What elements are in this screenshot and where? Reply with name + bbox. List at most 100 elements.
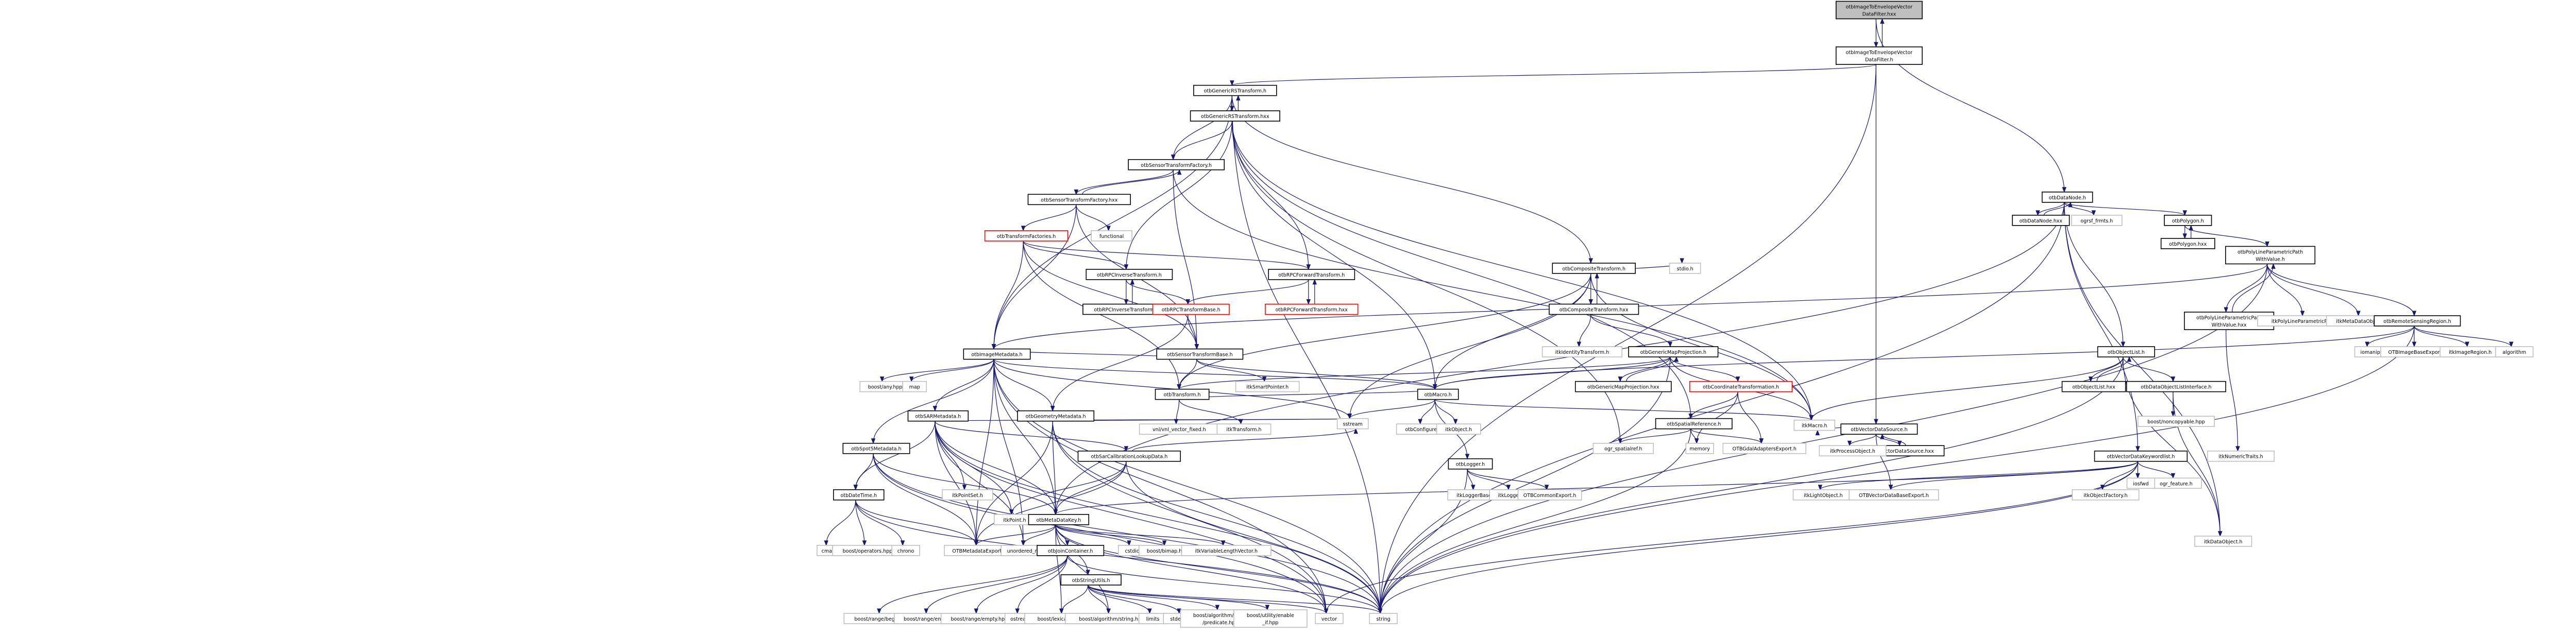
graph-node-polygon[interactable]: otbPolygon.h xyxy=(2164,215,2212,226)
graph-node-rpcinv[interactable]: otbRPCInverseTransform.h xyxy=(1086,269,1173,280)
graph-node-rsregion[interactable]: otbRemoteSensingRegion.h xyxy=(2374,315,2461,327)
graph-node-datanodex[interactable]: otbDataNode.hxx xyxy=(2012,215,2070,226)
arrowhead-icon xyxy=(877,608,882,614)
node-box xyxy=(1835,1,1923,20)
edge-line xyxy=(993,95,1232,349)
graph-node-sarcalib[interactable]: otbSarCalibrationLookupData.h xyxy=(1077,450,1181,462)
graph-node-sarmeta[interactable]: otbSARMetadata.h xyxy=(907,410,969,422)
graph-node-spatref[interactable]: otbSpatialReference.h xyxy=(1655,418,1733,430)
arrowhead-icon xyxy=(2182,233,2187,239)
node-label: otbGenericRSTransform.h xyxy=(1204,89,1266,94)
node-box xyxy=(2061,381,2126,392)
graph-node-otbmacro[interactable]: otbMacro.h xyxy=(1417,388,1459,400)
graph-node-genmapx[interactable]: otbGenericMapProjection.hxx xyxy=(1574,381,1672,392)
node-label: otbCoordinateTransformation.h xyxy=(1703,385,1779,390)
node-label: boost/algorithm/string.hpp xyxy=(1079,616,1144,622)
node-box xyxy=(1152,303,1230,315)
edge-line xyxy=(1076,169,1174,195)
graph-node-stfhxx[interactable]: otbSensorTransformFactory.hxx xyxy=(1027,194,1131,205)
edge-line xyxy=(1849,434,1876,446)
edge-otbtransform-to-otbmacro xyxy=(1179,384,1437,400)
graph-node-comp[interactable]: otbCompositeTransform.h xyxy=(1552,263,1636,274)
graph-node-functional: functional xyxy=(1091,230,1132,242)
node-label: itkObjectFactory.h xyxy=(2083,493,2127,499)
node-label: otbPolygon.h xyxy=(2172,218,2204,224)
graph-node-tfact[interactable]: otbTransformFactories.h xyxy=(984,230,1069,242)
edge-line xyxy=(1088,585,1180,614)
node-label: algorithm xyxy=(2502,350,2526,355)
arrowhead-icon xyxy=(1453,419,1458,425)
edge-line xyxy=(1055,524,1062,613)
arrowhead-icon xyxy=(1124,299,1129,305)
arrowhead-icon xyxy=(1306,299,1311,305)
edge-line xyxy=(1626,356,1677,382)
graph-node-datanode[interactable]: otbDataNode.h xyxy=(2041,192,2093,203)
graph-node-joincont[interactable]: otbJoinContainer.h xyxy=(1037,545,1105,556)
graph-node-stfh[interactable]: otbSensorTransformFactory.h xyxy=(1128,159,1225,170)
arrowhead-icon xyxy=(2235,446,2240,452)
node-label: itkImageRegion.h xyxy=(2449,350,2492,355)
graph-node-otblogger[interactable]: otbLogger.h xyxy=(1448,458,1493,470)
arrowhead-icon xyxy=(2091,210,2096,216)
edge-line xyxy=(1088,585,1150,614)
node-label: itkLogger.h xyxy=(1498,493,1525,499)
graph-node-dolif[interactable]: otbDataObjectListInterface.h xyxy=(2126,381,2226,392)
graph-node-datetime[interactable]: otbDateTime.h xyxy=(833,489,885,501)
graph-node-imgmeta[interactable]: otbImageMetadata.h xyxy=(963,348,1031,360)
node-box xyxy=(1849,489,1939,501)
graph-node-stbase[interactable]: otbSensorTransformBase.h xyxy=(1156,348,1244,360)
edge-line xyxy=(1231,121,1309,269)
graph-node-vdkwl[interactable]: otbVectorDataKeywordlist.h xyxy=(2094,450,2188,462)
node-label: otbDataNode.h xyxy=(2049,195,2086,201)
edge-strutils-to-lexcast xyxy=(1059,585,1089,614)
node-label: itkDataObject.h xyxy=(2204,539,2243,545)
graph-node-strutils[interactable]: otbStringUtils.h xyxy=(1060,574,1122,586)
graph-node-grshxx[interactable]: otbGenericRSTransform.hxx xyxy=(1190,110,1280,122)
graph-node-vdexp: OTBVectorDataBaseExport.h xyxy=(1849,489,1939,501)
edge-line xyxy=(1231,95,1381,613)
edge-line xyxy=(1690,429,1762,444)
edge-line xyxy=(935,421,977,545)
graph-node-rpcfwdx[interactable]: otbRPCForwardTransform.hxx xyxy=(1265,303,1359,315)
node-label: otbSpot5Metadata.h xyxy=(851,447,901,452)
graph-node-genmap[interactable]: otbGenericMapProjection.h xyxy=(1628,346,1719,357)
edge-line xyxy=(1434,399,1812,421)
node-label: otbSensorTransformBase.h xyxy=(1167,352,1233,358)
graph-node-geommeta[interactable]: otbGeometryMetadata.h xyxy=(1017,410,1095,422)
graph-node-commonexp: OTBCommonExport.h xyxy=(1517,489,1582,501)
node-label: itkSmartPointer.h xyxy=(1246,385,1289,390)
graph-node-compx[interactable]: otbCompositeTransform.hxx xyxy=(1549,303,1639,315)
node-box xyxy=(2072,489,2140,501)
graph-node-objlistx[interactable]: otbObjectList.hxx xyxy=(2061,381,2126,392)
graph-node-mdkey[interactable]: otbMetaDataKey.h xyxy=(1028,514,1090,525)
arrowhead-icon xyxy=(1378,608,1383,614)
edge-line xyxy=(1052,421,1056,515)
edge-line xyxy=(1380,202,2065,613)
node-box xyxy=(963,348,1031,360)
graph-node-rpcbase[interactable]: otbRPCTransformBase.h xyxy=(1152,303,1230,315)
graph-node-objlist[interactable]: otbObjectList.h xyxy=(2097,346,2155,357)
graph-node-grsh[interactable]: otbGenericRSTransform.h xyxy=(1193,84,1277,96)
graph-node-spot5[interactable]: otbSpot5Metadata.h xyxy=(842,442,910,454)
edge-line xyxy=(976,524,1056,546)
edge-strutils-to-limits xyxy=(1088,585,1152,614)
node-label: itkProcessObject.h xyxy=(1830,449,1875,454)
graph-node-otbtransform[interactable]: otbTransform.h xyxy=(1155,388,1210,400)
arrowhead-icon xyxy=(1236,95,1241,101)
arrowhead-icon xyxy=(1127,540,1131,546)
graph-node-rpcfwd[interactable]: otbRPCForwardTransform.h xyxy=(1268,269,1355,280)
graph-node-coordtr[interactable]: otbCoordinateTransformation.h xyxy=(1689,381,1793,392)
node-label: itkPoint.h xyxy=(1003,518,1026,523)
graph-node-polygonx[interactable]: otbPolygon.hxx xyxy=(2160,238,2215,249)
edge-line xyxy=(1196,359,1265,382)
node-box xyxy=(1091,230,1132,242)
edge-line xyxy=(1055,524,1109,613)
node-label: otbVectorDataSource.h xyxy=(1851,427,1907,433)
edge-line xyxy=(2043,202,2071,216)
graph-node-vds[interactable]: otbVectorDataSource.h xyxy=(1840,423,1918,435)
edge-pllp-to-itkpllp xyxy=(2266,264,2305,317)
edge-geommeta-to-mdexport xyxy=(974,421,1053,546)
